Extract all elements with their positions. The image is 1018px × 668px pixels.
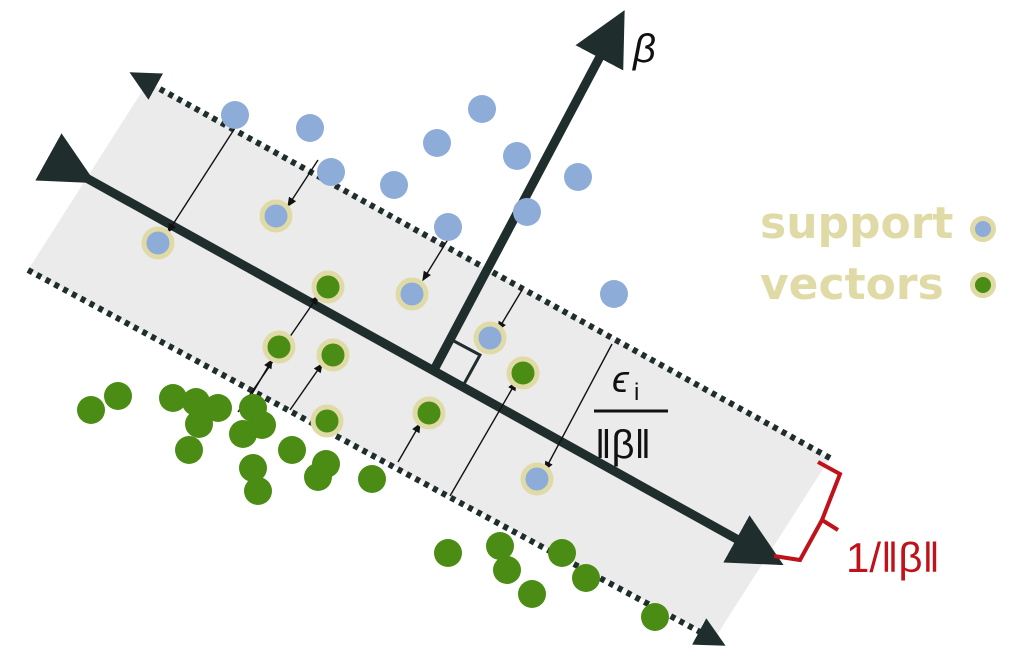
margin-brace (773, 460, 843, 563)
legend-green-support-icon (970, 272, 996, 298)
blue-points (221, 95, 628, 308)
right-angle-marker (451, 338, 483, 385)
margin-band (28, 82, 830, 638)
green-support-vectors (262, 270, 540, 438)
legend-vectors-label: vectors (760, 259, 944, 310)
slack-numerator: ϵ (612, 359, 630, 401)
slack-denominator: ‖β‖ (595, 423, 651, 467)
legend-support-label: support (760, 198, 954, 249)
green-points (77, 382, 669, 631)
decision-boundary (35, 133, 784, 566)
slack-subscript: i (634, 379, 639, 406)
beta-label: β (632, 27, 656, 71)
blue-support-vectors (141, 199, 554, 496)
margin-width-label: 1/‖β‖ (846, 534, 940, 581)
legend-blue-support-icon (970, 216, 996, 242)
